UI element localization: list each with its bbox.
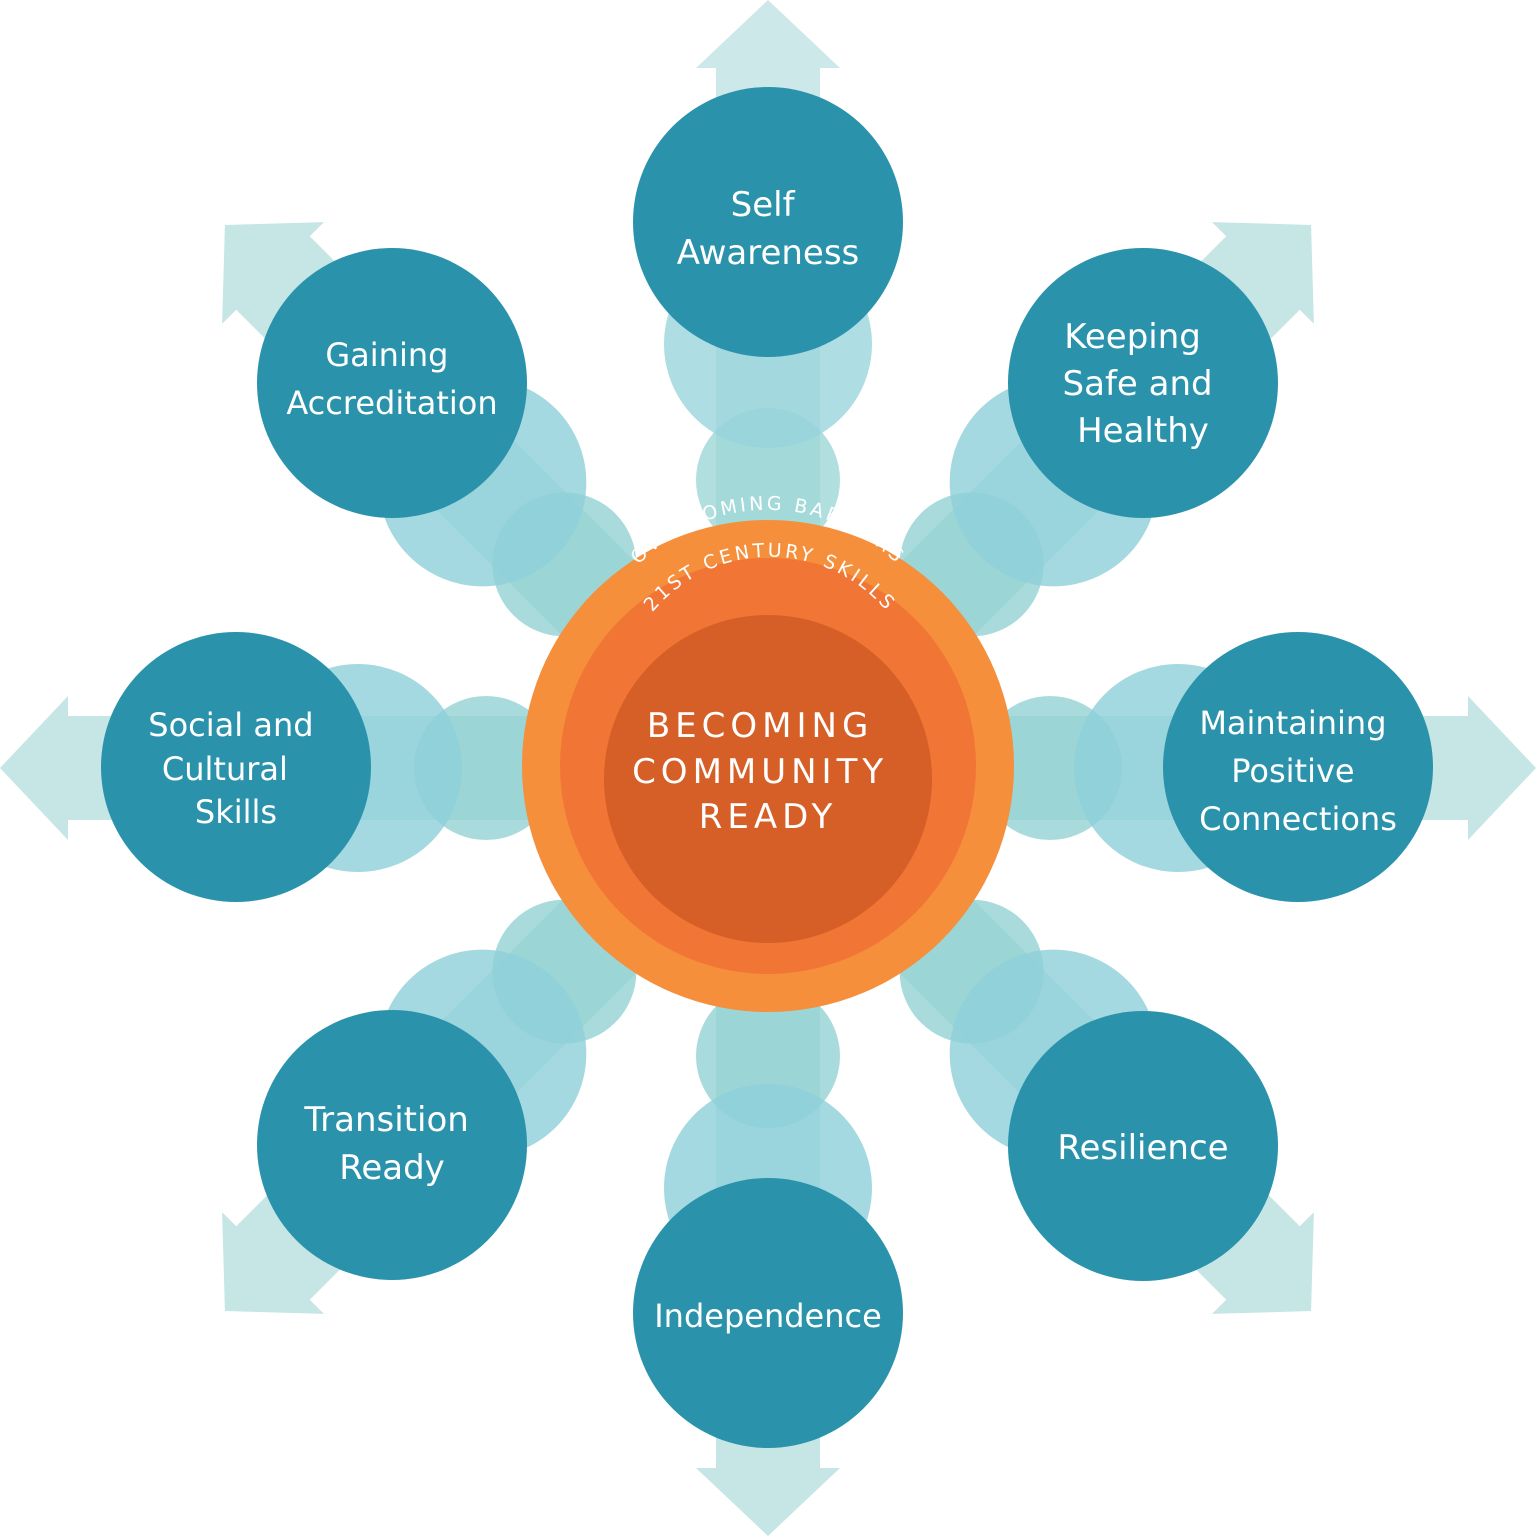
node-label-line: Independence xyxy=(654,1297,882,1335)
node-label-line: Accreditation xyxy=(286,384,497,422)
node-keeping-safe-and-healthy[interactable]: Keeping Safe and Healthy xyxy=(1008,248,1278,518)
node-label-line: Resilience xyxy=(1057,1128,1228,1168)
halo-inner-self-awareness xyxy=(696,408,840,552)
node-label-line: Skills xyxy=(195,793,277,831)
node-label-line: Awareness xyxy=(677,233,860,273)
center-title-line: BECOMING xyxy=(647,706,873,746)
node-circle[interactable] xyxy=(257,1010,527,1280)
node-self-awareness[interactable]: Self Awareness xyxy=(633,87,903,357)
node-transition-ready[interactable]: Transition Ready xyxy=(257,1010,527,1280)
node-label-line: Social and xyxy=(148,706,313,744)
node-label-line: Keeping xyxy=(1064,317,1201,357)
center-inner-disc xyxy=(604,615,932,943)
node-label-line: Safe and xyxy=(1063,364,1213,404)
node-label-line: Self xyxy=(731,185,796,225)
node-circle[interactable] xyxy=(257,248,527,518)
center-title-line: COMMUNITY xyxy=(632,752,888,792)
node-resilience[interactable]: Resilience xyxy=(1008,1011,1278,1281)
nodes-layer: Self Awareness Keeping Safe and Healthy … xyxy=(101,87,1433,1448)
center-title: BECOMING COMMUNITY READY xyxy=(632,706,904,837)
center-title-line: READY xyxy=(699,797,837,837)
node-gaining-accreditation[interactable]: Gaining Accreditation xyxy=(257,248,527,518)
svg-text:Independence: Independence xyxy=(654,1297,882,1335)
node-label-line: Positive xyxy=(1231,752,1354,790)
node-circle[interactable] xyxy=(633,1178,903,1448)
node-circle[interactable] xyxy=(633,87,903,357)
node-circle[interactable] xyxy=(101,632,371,902)
svg-text:Gaining Accreditation: Gaining Accreditation xyxy=(286,336,497,422)
node-circle[interactable] xyxy=(1008,1011,1278,1281)
node-label-line: Cultural xyxy=(162,750,288,788)
center-hub: OVERCOMING BARRIERS 21ST CENTURY SKILLS … xyxy=(522,493,1014,1012)
svg-text:Maintaining Positive: Maintaining Positive Connections xyxy=(1199,704,1397,838)
node-social-and-cultural-skills[interactable]: Social and Cultural Skills xyxy=(101,632,371,902)
node-circle[interactable] xyxy=(1008,248,1278,518)
node-maintaining-positive-connections[interactable]: Maintaining Positive Connections xyxy=(1163,632,1433,902)
node-independence[interactable]: Independence xyxy=(633,1178,903,1448)
svg-text:Transition Ready: Transition Ready xyxy=(303,1100,479,1188)
node-label-line: Connections xyxy=(1199,800,1397,838)
node-label-line: Ready xyxy=(339,1148,445,1188)
svg-text:Social and Cultural: Social and Cultural Skills xyxy=(148,706,323,831)
svg-text:Self Awareness: Self Awareness xyxy=(677,185,860,273)
node-label-line: Gaining xyxy=(325,336,448,374)
svg-text:Keeping Safe and: Keeping Safe and Healthy xyxy=(1063,317,1224,451)
node-label-line: Maintaining xyxy=(1199,704,1386,742)
node-label-line: Healthy xyxy=(1077,411,1209,451)
node-circle[interactable] xyxy=(1163,632,1433,902)
node-label-line: Transition xyxy=(303,1100,468,1140)
svg-text:Resilience: Resilience xyxy=(1057,1128,1228,1168)
